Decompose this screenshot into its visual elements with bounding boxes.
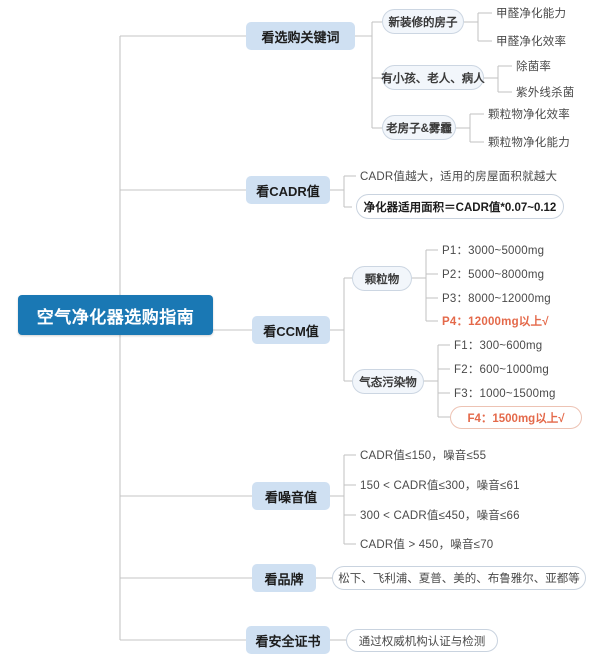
leaf-item: 甲醛净化能力 xyxy=(496,4,596,22)
leaf-text: F4：1500mg以上√ xyxy=(467,412,565,425)
branch-label: 看噪音值 xyxy=(264,489,317,505)
leaf-text: 松下、飞利浦、夏普、美的、布鲁雅尔、亚都等 xyxy=(338,573,580,585)
leaf-text: CADR值 > 450，噪音≤70 xyxy=(360,539,494,551)
group-node-new-house[interactable]: 新装修的房子 xyxy=(382,9,464,34)
leaf-item: CADR值越大，适用的房屋面积就越大 xyxy=(360,167,580,185)
group-label: 颗粒物 xyxy=(364,273,400,286)
leaf-text: 甲醛净化能力 xyxy=(496,8,567,20)
leaf-text: 颗粒物净化效率 xyxy=(488,109,570,121)
leaf-text: 净化器适用面积＝CADR值*0.07~0.12 xyxy=(363,201,557,214)
leaf-item: 颗粒物净化效率 xyxy=(488,105,600,123)
leaf-item: 除菌率 xyxy=(516,57,600,75)
group-node-gaseous[interactable]: 气态污染物 xyxy=(352,369,424,394)
leaf-item: 150 < CADR值≤300，噪音≤61 xyxy=(360,476,555,494)
branch-node-keywords[interactable]: 看选购关键词 xyxy=(246,22,355,50)
leaf-item: F1：300~600mg xyxy=(454,336,584,354)
leaf-text: F3：1000~1500mg xyxy=(454,388,556,400)
leaf-item: CADR值 > 450，噪音≤70 xyxy=(360,535,545,553)
leaf-text: 300 < CADR值≤450，噪音≤66 xyxy=(360,510,520,522)
leaf-text: 通过权威机构认证与检测 xyxy=(358,635,486,648)
group-label: 新装修的房子 xyxy=(388,16,458,29)
group-node-particulate[interactable]: 颗粒物 xyxy=(352,266,412,291)
leaf-item: F3：1000~1500mg xyxy=(454,384,594,402)
branch-label: 看安全证书 xyxy=(255,633,321,649)
leaf-item-highlight: F4：1500mg以上√ xyxy=(450,406,582,429)
leaf-text: 除菌率 xyxy=(516,61,552,73)
leaf-text: F2：600~1000mg xyxy=(454,364,549,376)
group-label: 气态污染物 xyxy=(359,376,417,389)
leaf-item: CADR值≤150，噪音≤55 xyxy=(360,446,540,464)
root-label: 空气净化器选购指南 xyxy=(36,307,195,327)
branch-label: 看品牌 xyxy=(264,571,304,587)
branch-node-safety-cert[interactable]: 看安全证书 xyxy=(246,626,330,654)
leaf-item: 紫外线杀菌 xyxy=(516,83,600,101)
leaf-text: P4：12000mg以上√ xyxy=(442,316,549,328)
leaf-text: CADR值≤150，噪音≤55 xyxy=(360,450,487,462)
leaf-item: P2：5000~8000mg xyxy=(442,265,577,283)
leaf-text: 紫外线杀菌 xyxy=(516,87,575,99)
leaf-text: 甲醛净化效率 xyxy=(496,36,567,48)
leaf-text: P2：5000~8000mg xyxy=(442,269,545,281)
leaf-text: P1：3000~5000mg xyxy=(442,245,545,257)
leaf-text: 颗粒物净化能力 xyxy=(488,137,570,149)
branch-label: 看CCM值 xyxy=(263,323,319,339)
branch-label: 看CADR值 xyxy=(256,183,320,199)
group-label: 有小孩、老人、病人 xyxy=(381,72,485,85)
branch-label: 看选购关键词 xyxy=(261,29,340,45)
leaf-item-cert: 通过权威机构认证与检测 xyxy=(346,629,498,652)
leaf-item: 300 < CADR值≤450，噪音≤66 xyxy=(360,506,555,524)
leaf-item: F2：600~1000mg xyxy=(454,360,589,378)
leaf-text: F1：300~600mg xyxy=(454,340,543,352)
leaf-item: 甲醛净化效率 xyxy=(496,32,596,50)
leaf-text: P3：8000~12000mg xyxy=(442,293,551,305)
branch-node-cadr[interactable]: 看CADR值 xyxy=(246,176,330,204)
leaf-item: P3：8000~12000mg xyxy=(442,289,587,307)
group-node-old-house-smog[interactable]: 老房子&雾霾 xyxy=(382,115,456,140)
leaf-text: CADR值越大，适用的房屋面积就越大 xyxy=(360,171,558,183)
group-label: 老房子&雾霾 xyxy=(386,122,452,135)
branch-node-noise[interactable]: 看噪音值 xyxy=(252,482,330,510)
leaf-text: 150 < CADR值≤300，噪音≤61 xyxy=(360,480,520,492)
leaf-item-brands: 松下、飞利浦、夏普、美的、布鲁雅尔、亚都等 xyxy=(332,566,586,590)
leaf-item-highlight: P4：12000mg以上√ xyxy=(442,312,587,330)
leaf-item-formula: 净化器适用面积＝CADR值*0.07~0.12 xyxy=(356,194,564,219)
leaf-item: 颗粒物净化能力 xyxy=(488,133,600,151)
branch-node-brand[interactable]: 看品牌 xyxy=(252,564,316,592)
branch-node-ccm[interactable]: 看CCM值 xyxy=(252,316,330,344)
group-node-kids-elderly-sick[interactable]: 有小孩、老人、病人 xyxy=(381,65,485,90)
root-node[interactable]: 空气净化器选购指南 xyxy=(18,295,213,335)
leaf-item: P1：3000~5000mg xyxy=(442,241,577,259)
